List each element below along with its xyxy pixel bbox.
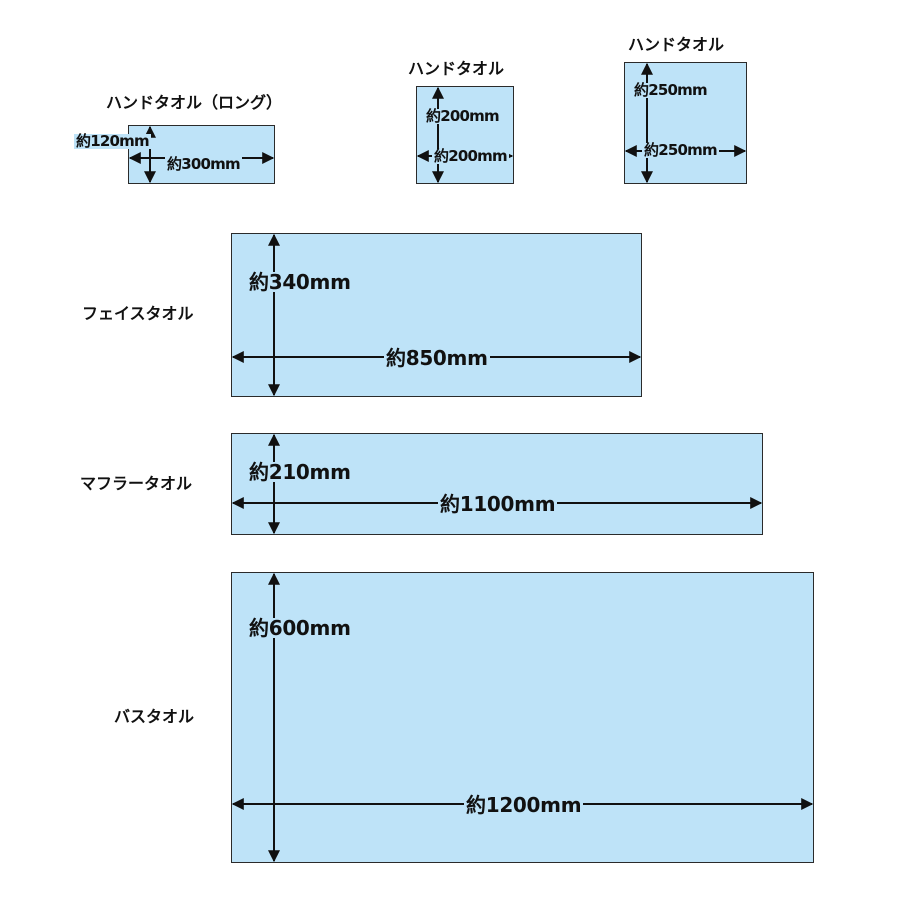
height-label-hand-towel-long: 約120mm xyxy=(74,132,151,150)
height-label-hand-towel-250: 約250mm xyxy=(632,81,709,99)
height-label-face-towel: 約340mm xyxy=(247,270,353,294)
height-label-bath-towel: 約600mm xyxy=(247,616,353,640)
towel-name-hand-towel-250: ハンドタオル xyxy=(628,35,725,54)
face-towel-shape xyxy=(231,233,642,397)
towel-name-hand-towel-200: ハンドタオル xyxy=(408,59,505,78)
towel-name-hand-towel-long: ハンドタオル（ロング） xyxy=(106,93,283,112)
towel-name-bath-towel: バスタオル xyxy=(114,707,195,726)
width-label-muffler-towel: 約1100mm xyxy=(438,492,558,516)
width-label-hand-towel-long: 約300mm xyxy=(165,155,242,173)
width-label-hand-towel-250: 約250mm xyxy=(642,141,719,159)
width-label-hand-towel-200: 約200mm xyxy=(432,147,509,165)
towel-name-muffler-towel: マフラータオル xyxy=(80,474,193,493)
height-label-muffler-towel: 約210mm xyxy=(247,460,353,484)
width-label-bath-towel: 約1200mm xyxy=(464,793,584,817)
width-label-face-towel: 約850mm xyxy=(384,346,490,370)
towel-name-face-towel: フェイスタオル xyxy=(82,304,194,323)
hand-towel-200-shape xyxy=(416,86,514,184)
height-label-hand-towel-200: 約200mm xyxy=(424,107,501,125)
muffler-towel-shape xyxy=(231,433,763,535)
